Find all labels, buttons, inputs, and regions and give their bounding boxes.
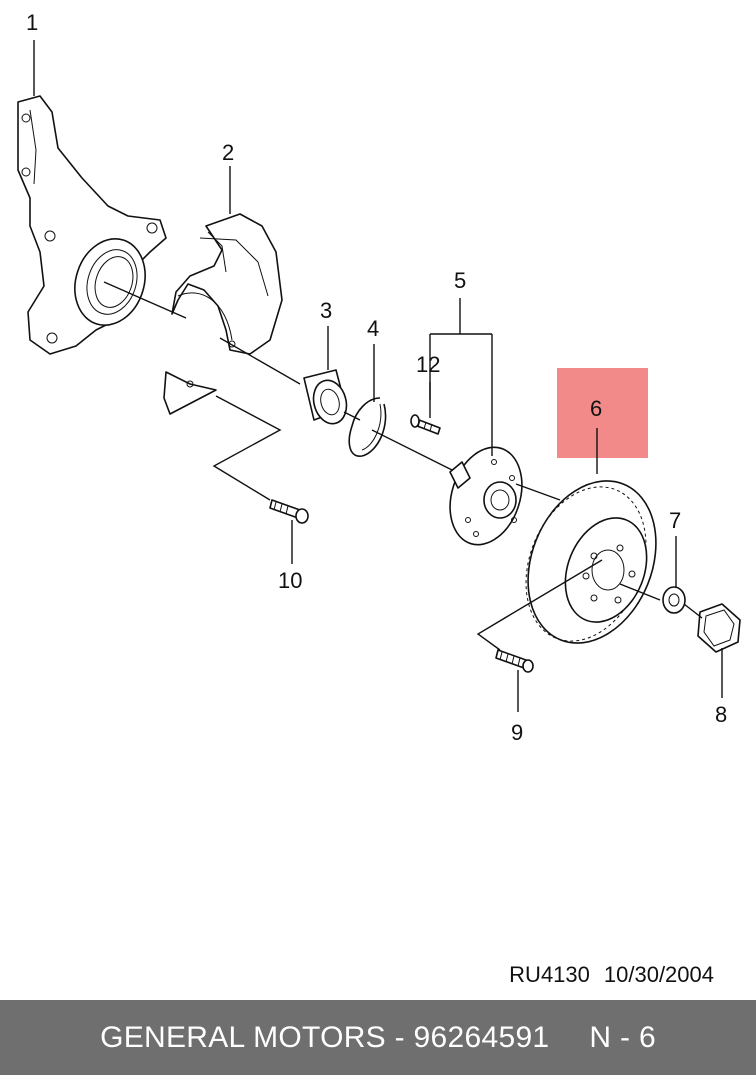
footer-text: GENERAL MOTORS - 96264591 — [100, 1020, 550, 1054]
washer — [662, 586, 686, 614]
brake-disc — [525, 480, 657, 644]
callout-1: 1 — [26, 10, 38, 35]
wheel-hub — [449, 446, 523, 546]
steering-knuckle — [17, 95, 167, 355]
callout-10: 10 — [278, 568, 302, 593]
disc-screw — [495, 649, 534, 673]
dust-shield — [163, 213, 283, 415]
exploded-parts-diagram: 1 2 3 4 5 12 6 7 8 9 10 — [17, 10, 741, 745]
callout-7: 7 — [669, 508, 681, 533]
wheel-bearing — [303, 369, 348, 425]
callout-2: 2 — [222, 140, 234, 165]
reference-code: RU4130 — [509, 962, 590, 987]
footer-bar: GENERAL MOTORS - 96264591 N - 6 — [0, 1000, 756, 1075]
callout-4: 4 — [367, 316, 379, 341]
wheel-stud — [410, 414, 441, 435]
callout-9: 9 — [511, 720, 523, 745]
leader-lines — [33, 40, 723, 712]
drawing-reference: RU4130 10/30/2004 — [509, 962, 714, 988]
callout-3: 3 — [320, 298, 332, 323]
callout-5: 5 — [454, 268, 466, 293]
callout-8: 8 — [715, 702, 727, 727]
highlight-box — [557, 368, 648, 458]
callout-6: 6 — [590, 396, 602, 421]
snap-ring — [348, 397, 387, 457]
hub-nut — [697, 603, 741, 653]
footer-page-ref: N - 6 — [589, 1020, 656, 1054]
callout-12: 12 — [416, 352, 440, 377]
shield-bolt — [269, 499, 309, 524]
reference-date: 10/30/2004 — [603, 962, 714, 987]
